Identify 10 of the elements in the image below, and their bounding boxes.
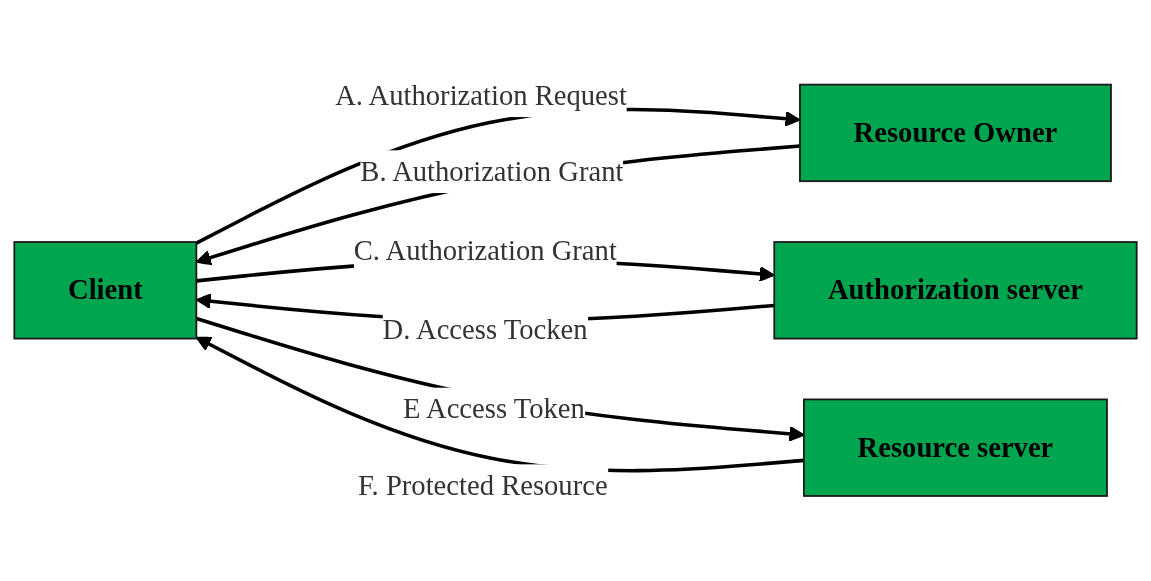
edge-label: F. Protected Resource xyxy=(357,469,608,500)
node-box: Resource Owner xyxy=(799,83,1112,182)
node-box: Authorization server xyxy=(773,240,1138,340)
edge-label: B. Authorization Grant xyxy=(360,155,624,186)
edge-label: A. Authorization Request xyxy=(335,79,627,110)
edge-label: C. Authorization Grant xyxy=(353,234,617,265)
node-box: Client xyxy=(13,240,198,340)
edge-label: D. Access Tocken xyxy=(382,313,588,344)
node-box: Resource server xyxy=(803,398,1108,497)
edge-label: E Access Token xyxy=(402,392,585,424)
